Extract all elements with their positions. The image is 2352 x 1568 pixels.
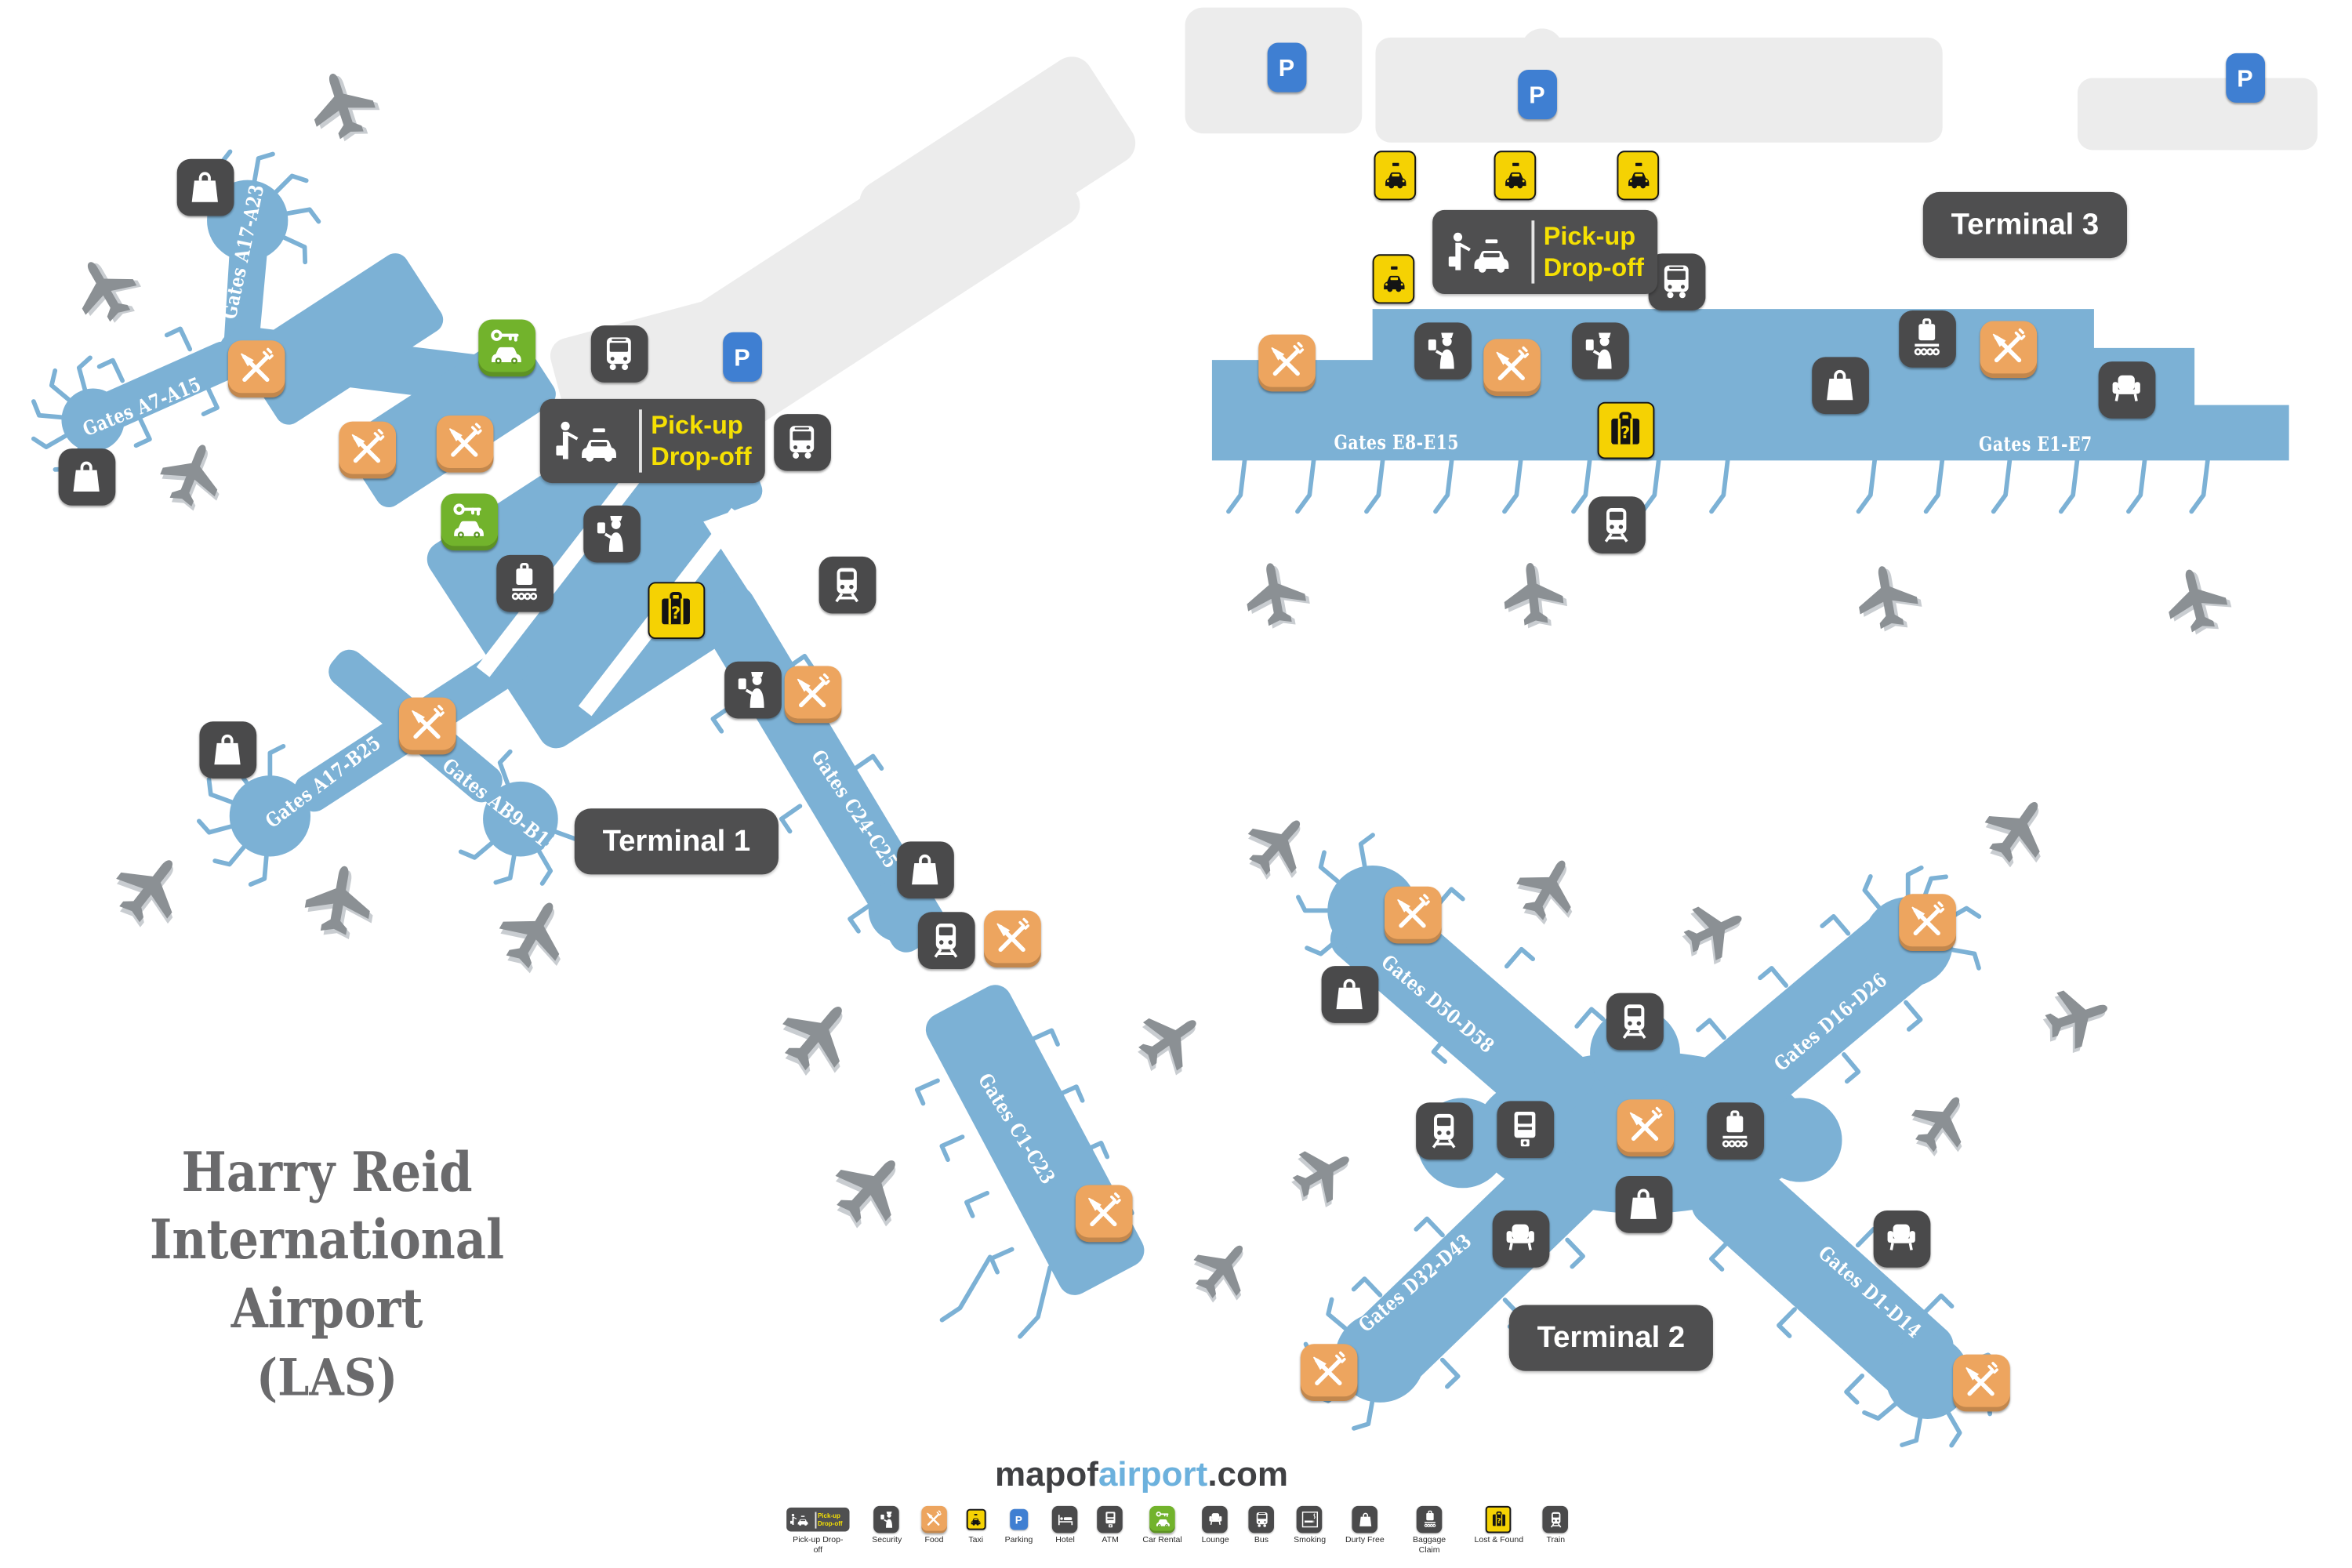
map-title: Harry Reid International Airport (LAS)	[63, 1140, 590, 1411]
legend-item-label: Pick-up Drop-off	[793, 1536, 844, 1555]
airplane-icon	[116, 860, 173, 927]
legend-item-label: Taxi	[968, 1536, 984, 1545]
legend-item-label: Lounge	[1201, 1536, 1229, 1545]
lounge-icon	[1202, 1506, 1229, 1533]
legend-item-label: Durty Free	[1345, 1536, 1385, 1545]
legend-icon-box	[1297, 1506, 1323, 1533]
airplane-icon	[314, 73, 380, 142]
legend-icon-box	[1052, 1506, 1078, 1533]
legend-item-label: Lost & Found	[1474, 1536, 1524, 1545]
legend-icon-box	[1202, 1506, 1229, 1533]
legend-item: Bus	[1248, 1506, 1275, 1546]
food-icon	[921, 1506, 947, 1533]
airplane-icon	[304, 866, 373, 940]
airplane-icon	[835, 1160, 896, 1229]
legend-item: Food	[921, 1506, 947, 1546]
lostfound-icon: ?	[1486, 1506, 1512, 1533]
legend-icon-box	[1149, 1506, 1175, 1533]
legend-item: Durty Free	[1345, 1506, 1385, 1546]
legend-item-label: Hotel	[1055, 1536, 1075, 1545]
airplane-icon	[82, 262, 141, 323]
legend-item: ? Lost & Found	[1474, 1506, 1523, 1546]
legend-item: Taxi	[966, 1506, 985, 1546]
legend-icon-box: ?	[1486, 1506, 1512, 1533]
legend-icon-box	[873, 1506, 900, 1533]
legend-item-label: ATM	[1102, 1536, 1119, 1545]
baggage-icon	[1416, 1506, 1443, 1533]
svg-text:P: P	[1015, 1514, 1022, 1526]
airplane-icon	[1859, 566, 1922, 632]
legend-item-label: Train	[1546, 1536, 1566, 1545]
bus-icon	[1248, 1506, 1275, 1533]
map-title-line-1: Harry Reid International	[150, 1141, 505, 1272]
svg-text:?: ?	[1497, 1517, 1501, 1526]
legend-icon-box	[966, 1506, 985, 1533]
airplane-icon	[1682, 906, 1742, 965]
taxi-icon	[966, 1508, 985, 1531]
legend-item: Train	[1542, 1506, 1569, 1546]
airplane-icon	[1138, 1018, 1196, 1076]
airplane-icon	[1984, 802, 2041, 868]
legend-item: Baggage Claim	[1404, 1506, 1455, 1557]
legend-icon-box	[1542, 1506, 1569, 1533]
carrental-icon	[1149, 1506, 1175, 1533]
smoking-icon	[1297, 1506, 1323, 1533]
map-title-line-3: (LAS)	[256, 1348, 398, 1409]
legend-item-label: Car Rental	[1142, 1536, 1182, 1545]
legend-item-label: Security	[872, 1536, 902, 1545]
legend-item-label: Parking	[1004, 1536, 1033, 1545]
legend-item: Car Rental	[1142, 1506, 1182, 1546]
watermark: mapofairport.com	[995, 1454, 1288, 1495]
security-icon	[873, 1506, 900, 1533]
airplane-icon	[1516, 860, 1573, 925]
legend-icon-box	[1097, 1506, 1123, 1533]
airplane-icon	[499, 902, 561, 974]
parking-icon: P	[1010, 1508, 1028, 1531]
map-title-line-2: Airport	[230, 1278, 423, 1341]
legend-icon-box	[921, 1506, 947, 1533]
airplane-icon	[1504, 563, 1567, 629]
legend-item: P Parking	[1005, 1506, 1033, 1546]
airplane-icon	[782, 1007, 843, 1076]
legend-item-label: Baggage Claim	[1413, 1536, 1446, 1555]
watermark-suffix: .com	[1207, 1454, 1289, 1494]
airplane-icon	[160, 445, 220, 511]
atm-icon	[1097, 1506, 1123, 1533]
airplane-icon	[1291, 1151, 1349, 1207]
hotel-icon	[1052, 1506, 1078, 1533]
legend-item: Hotel	[1052, 1506, 1078, 1546]
airplane-icon	[1247, 563, 1310, 629]
legend-item-label: Food	[924, 1536, 944, 1545]
legend-icon-box	[1416, 1506, 1443, 1533]
airplane-icon	[1193, 1245, 1243, 1303]
train-icon	[1542, 1506, 1569, 1533]
legend-item-label: Smoking	[1294, 1536, 1327, 1545]
airplane-icon	[2169, 569, 2232, 635]
airplane-icon	[1247, 820, 1301, 880]
watermark-prefix: mapof	[994, 1454, 1098, 1494]
legend-item: Smoking	[1294, 1506, 1326, 1546]
airplanes	[82, 73, 2232, 1303]
legend-icon-box	[1352, 1506, 1378, 1533]
legend-item: Lounge	[1202, 1506, 1229, 1546]
bag-icon	[1352, 1506, 1378, 1533]
legend-item: Security	[872, 1506, 902, 1546]
legend-icon-box	[1248, 1506, 1275, 1533]
legend-icon-box: P	[1010, 1506, 1028, 1533]
legend-item-label: Bus	[1254, 1536, 1269, 1545]
airplane-icon	[1911, 1097, 1962, 1156]
legend-item: ATM	[1097, 1506, 1123, 1546]
airplane-icon	[2042, 990, 2107, 1054]
watermark-highlight: airport	[1098, 1454, 1208, 1494]
